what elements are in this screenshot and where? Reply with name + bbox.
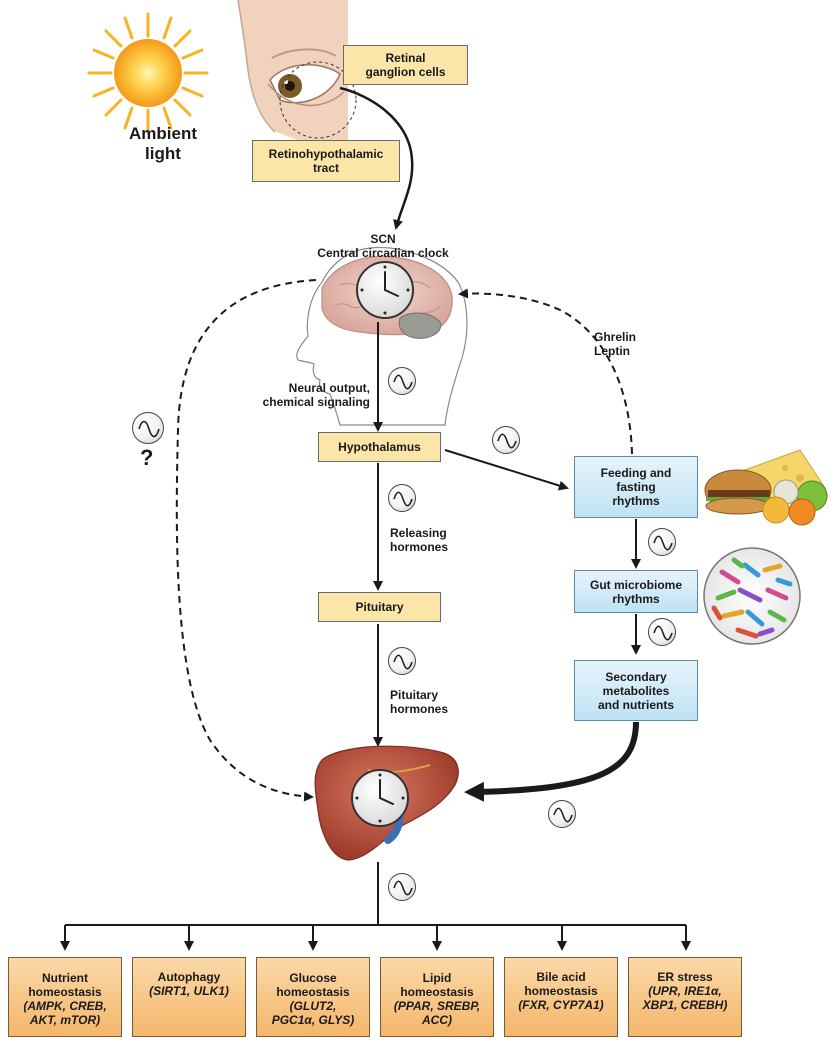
gut-microbiome-box: Gut microbiome rhythms (574, 570, 698, 613)
output-title-line: Bile acid (536, 970, 586, 984)
output-title-line: homeostasis (28, 985, 102, 999)
central-clock-label: Central circadian clock (317, 246, 449, 260)
output-er-stress: ER stress (UPR, IRE1α, XBP1, CREBH) (628, 957, 742, 1037)
food-icon (704, 449, 828, 526)
output-autophagy: Autophagy (SIRT1, ULK1) (132, 957, 246, 1037)
pituitary-text: Pituitary (355, 600, 404, 614)
output-genes-line: (AMPK, CREB, (23, 999, 107, 1013)
releasing-line1: Releasing (390, 526, 447, 540)
output-lipid-homeostasis: Lipid homeostasis (PPAR, SREBP, ACC) (380, 957, 494, 1037)
output-title-line: Glucose (289, 971, 337, 985)
rht-line2: tract (312, 161, 339, 175)
pituitary-hormones-label: Pituitary hormones (390, 688, 448, 716)
neural-line1: Neural output, (288, 381, 370, 395)
oscillation-icon (648, 528, 676, 556)
output-title-line: homeostasis (524, 984, 598, 998)
oscillation-icon (548, 800, 576, 828)
sec-line3: and nutrients (597, 697, 674, 712)
releasing-hormones-label: Releasing hormones (390, 526, 448, 554)
gut-line1: Gut microbiome (589, 577, 682, 592)
pituitary-box: Pituitary (318, 592, 441, 622)
eye-icon (237, 0, 357, 150)
output-genes-line: (PPAR, SREBP, (393, 999, 481, 1013)
leptin-text: Leptin (594, 344, 630, 358)
releasing-line2: hormones (390, 540, 449, 554)
oscillation-icon (132, 412, 164, 444)
output-bile-acid-homeostasis: Bile acid homeostasis (FXR, CYP7A1) (504, 957, 618, 1037)
neural-output-label: Neural output, chemical signaling (230, 381, 370, 409)
retinal-line2: ganglion cells (365, 65, 446, 79)
output-glucose-homeostasis: Glucose homeostasis (GLUT2, PGC1α, GLYS) (256, 957, 370, 1037)
output-title-line: Lipid (422, 971, 452, 985)
hypothalamus-text: Hypothalamus (338, 440, 421, 454)
secondary-metabolites-box: Secondary metabolites and nutrients (574, 660, 698, 721)
ph-line2: hormones (390, 702, 449, 716)
oscillation-icon (648, 618, 676, 646)
scn-label: SCN Central circadian clock (298, 232, 468, 260)
ghrelin-text: Ghrelin (594, 330, 637, 344)
rht-line1: Retinohypothalamic (268, 147, 384, 161)
output-genes-line: (GLUT2, (289, 999, 337, 1013)
unknown-pathway-label: ? (140, 445, 154, 470)
gut-line2: rhythms (612, 591, 660, 606)
ambient-line2: light (145, 144, 181, 163)
output-genes-line: (UPR, IRE1α, (648, 984, 722, 998)
ghrelin-leptin-label: Ghrelin Leptin (594, 330, 636, 358)
microbiome-icon (703, 547, 801, 645)
hypothalamus-box: Hypothalamus (318, 432, 441, 462)
output-genes-line: XBP1, CREBH) (642, 998, 728, 1012)
liver-icon (314, 745, 459, 861)
output-nutrient-homeostasis: Nutrient homeostasis (AMPK, CREB, AKT, m… (8, 957, 122, 1037)
sun-icon (87, 12, 209, 134)
output-title-line: homeostasis (400, 985, 474, 999)
ambient-light-label: Ambient light (118, 124, 208, 164)
feeding-line3: rhythms (612, 494, 660, 508)
ambient-line1: Ambient (129, 124, 197, 143)
ph-line1: Pituitary (390, 688, 439, 702)
feeding-line1: Feeding and (600, 466, 672, 480)
retinohypothalamic-tract-box: Retinohypothalamic tract (252, 140, 400, 182)
output-title-line: Autophagy (157, 970, 221, 984)
output-genes-line: (FXR, CYP7A1) (518, 998, 604, 1012)
feeding-fasting-box: Feeding and fasting rhythms (574, 456, 698, 518)
sec-line2: metabolites (602, 683, 670, 698)
output-title-line: ER stress (657, 970, 713, 984)
neural-line2: chemical signaling (262, 395, 370, 409)
oscillation-icon (492, 426, 520, 454)
oscillation-icon (388, 647, 416, 675)
retinal-ganglion-cells-box: Retinal ganglion cells (343, 45, 468, 85)
oscillation-icon (388, 873, 416, 901)
retinal-line1: Retinal (385, 51, 426, 65)
oscillation-icon (388, 484, 416, 512)
feeding-line2: fasting (616, 480, 656, 494)
output-genes-line: AKT, mTOR) (29, 1013, 101, 1027)
output-genes-line: PGC1α, GLYS) (271, 1013, 355, 1027)
output-genes-line: (SIRT1, ULK1) (149, 984, 229, 998)
scn-title: SCN (370, 232, 396, 246)
oscillation-icon (388, 367, 416, 395)
output-title-line: homeostasis (276, 985, 350, 999)
output-title-line: Nutrient (42, 971, 88, 985)
sec-line1: Secondary (605, 669, 667, 684)
output-genes-line: ACC) (422, 1013, 452, 1027)
